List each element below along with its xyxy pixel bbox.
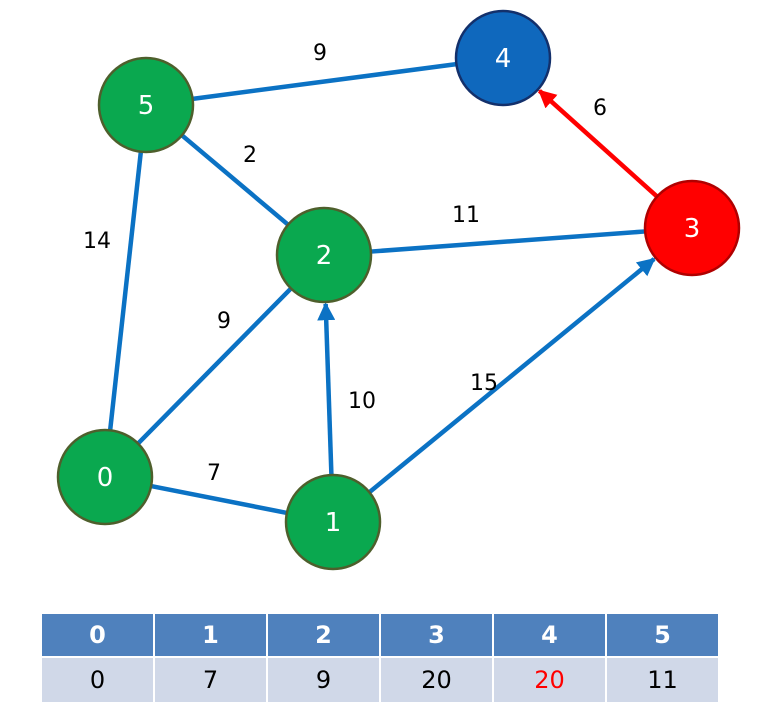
header-cell: 4 [492, 612, 607, 658]
edge-0-2 [136, 286, 293, 446]
distance-cell: 20 [379, 656, 494, 704]
header-cell: 5 [605, 612, 720, 658]
edge-5-2 [180, 133, 290, 227]
node-2 [275, 206, 373, 304]
edge-5-4 [192, 61, 457, 102]
edge-weight-label: 7 [207, 461, 221, 486]
node-1 [284, 473, 382, 571]
edge-weight-label: 9 [217, 309, 231, 334]
node-label: 1 [325, 508, 342, 538]
header-cell: 0 [40, 612, 155, 658]
node-0 [56, 428, 154, 526]
edge-2-3 [370, 229, 646, 254]
graph-diagram: 9 2 14 11 9 10 7 15 6 0 1 2 3 4 5 [56, 9, 741, 571]
edge-1-3 [367, 257, 656, 494]
distance-cell: 9 [266, 656, 381, 704]
edge-weight-label: 10 [348, 389, 376, 414]
edge-5-0 [107, 151, 144, 431]
header-cell: 2 [266, 612, 381, 658]
header-cell: 1 [153, 612, 268, 658]
table-header-row: 0 1 2 3 4 5 [40, 612, 720, 658]
header-cell: 3 [379, 612, 494, 658]
edge-0-1 [150, 483, 288, 516]
node-label: 5 [138, 91, 155, 121]
node-4 [454, 9, 552, 107]
table-row: 0 7 9 20 20 11 [40, 656, 720, 704]
distance-cell: 11 [605, 656, 720, 704]
node-5 [97, 56, 195, 154]
node-3 [643, 179, 741, 277]
distance-cell: 20 [492, 656, 607, 704]
edge-weight-label: 11 [452, 203, 480, 228]
edge-weight-label: 6 [593, 96, 607, 121]
edge-3-4 [537, 89, 659, 199]
edge-weight-label: 9 [313, 41, 327, 66]
distance-table: 0 1 2 3 4 5 0 7 9 20 20 11 [40, 612, 720, 704]
edge-weight-label: 2 [243, 143, 257, 168]
node-label: 4 [495, 44, 512, 74]
distance-cell: 7 [153, 656, 268, 704]
edge-1-2 [317, 302, 336, 476]
edge-weight-label: 14 [83, 229, 111, 254]
node-label: 0 [97, 463, 114, 493]
node-label: 2 [316, 241, 333, 271]
distance-cell: 0 [40, 656, 155, 704]
node-label: 3 [684, 214, 701, 244]
edge-weight-label: 15 [470, 371, 498, 396]
